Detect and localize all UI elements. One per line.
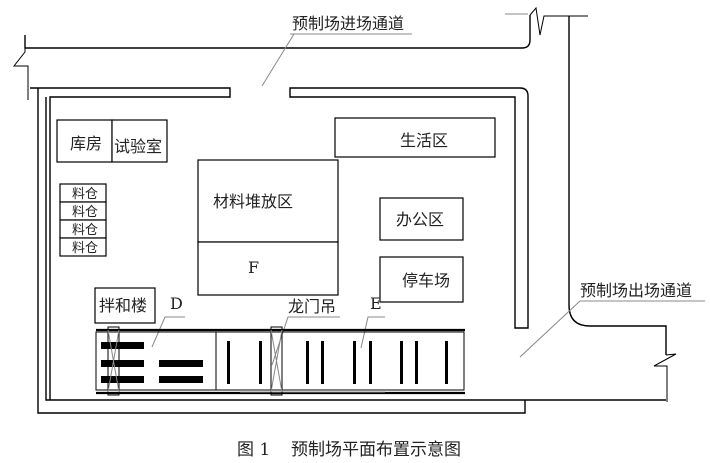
silo-label: 料仓 xyxy=(72,241,98,256)
warehouse-box xyxy=(56,119,113,163)
zone-f-box xyxy=(197,241,339,296)
site-inner-boundary xyxy=(45,97,666,401)
zone-d-leader xyxy=(151,316,185,348)
living-area-box xyxy=(334,117,496,158)
lab-label: 试验室 xyxy=(114,137,162,156)
parking-label: 停车场 xyxy=(402,271,450,290)
parking-box xyxy=(379,256,464,303)
exit-road-label: 预制场出场通道 xyxy=(580,281,692,300)
silos: 料仓 料仓 料仓 料仓 xyxy=(59,183,107,257)
silo-label: 料仓 xyxy=(72,223,98,238)
zone-e-leader xyxy=(360,316,385,349)
figure-number: 图 1 xyxy=(237,440,270,460)
silo-label: 料仓 xyxy=(72,187,98,202)
exit-road-leader xyxy=(519,300,705,358)
zone-f-label: F xyxy=(248,258,259,277)
warehouse-label: 库房 xyxy=(70,134,102,153)
beam-bars-d xyxy=(101,342,203,383)
office-label: 办公区 xyxy=(396,210,444,229)
mixing-plant-label: 拌和楼 xyxy=(99,296,147,315)
site-boundary xyxy=(37,88,526,414)
gantry-crane-1 xyxy=(107,326,120,396)
lab-box xyxy=(111,119,168,163)
zone-d-label: D xyxy=(170,294,183,313)
entry-road xyxy=(12,6,588,400)
beam-bars-e xyxy=(227,341,448,384)
entry-road-leader xyxy=(261,33,412,87)
gantry-crane-leader xyxy=(271,316,340,366)
exit-road xyxy=(568,16,677,402)
silo-label: 料仓 xyxy=(72,205,98,220)
entry-road-label: 预制场进场通道 xyxy=(292,14,404,33)
prefab-yard-track xyxy=(95,326,465,396)
silo-box xyxy=(59,237,107,257)
material-storage-box xyxy=(197,159,339,243)
gantry-crane-2 xyxy=(270,326,283,396)
figure-caption: 预制场平面布置示意图 xyxy=(291,440,461,460)
zone-e-label: E xyxy=(370,294,382,313)
mixing-plant-box xyxy=(94,287,156,324)
material-storage-label: 材料堆放区 xyxy=(213,192,293,211)
gantry-crane-label: 龙门吊 xyxy=(288,297,336,316)
office-box xyxy=(379,197,464,241)
living-area-label: 生活区 xyxy=(400,131,448,150)
